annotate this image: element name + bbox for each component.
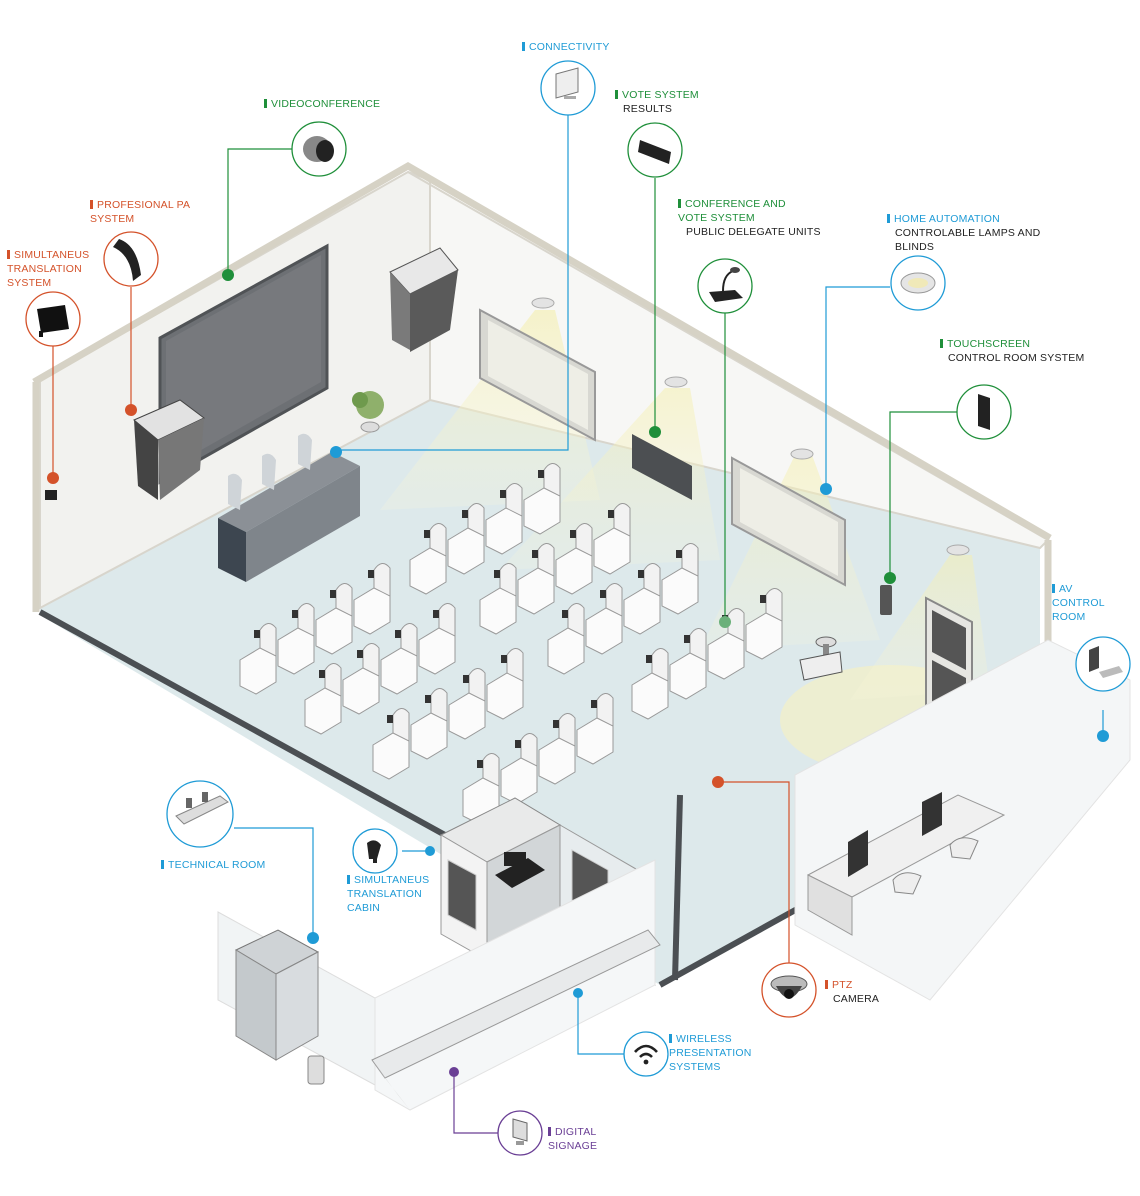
delegate-chair (631, 648, 669, 720)
technical-room (217, 859, 661, 1111)
label-technical-room: TECHNICAL ROOM (161, 858, 266, 872)
delegate-chair (745, 588, 783, 660)
delegate-chair (479, 563, 517, 635)
presidential-table (218, 433, 360, 582)
av-control-room (794, 639, 1131, 1001)
pa-speaker-stack (133, 399, 205, 500)
delegate-chair (585, 583, 623, 655)
delegate-chair (409, 523, 447, 595)
label-touchscreen: TOUCHSCREEN CONTROL ROOM SYSTEM (940, 337, 1090, 365)
equipment-rack-icon (166, 780, 234, 848)
callout-lines (52, 114, 1104, 1134)
camera-lens-icon (291, 121, 347, 177)
label-translation-system: SIMULTANEUS TRANSLATION SYSTEM (7, 249, 90, 289)
label-connectivity: CONNECTIVITY (522, 40, 610, 54)
room-ptz-camera (799, 636, 843, 681)
label-conference-vote: CONFERENCE AND VOTE SYSTEM PUBLIC DELEGA… (678, 198, 821, 238)
touch-panel-icon (956, 384, 1012, 440)
wifi-icon (623, 1031, 669, 1077)
delegate-seating (239, 463, 783, 825)
delegate-chair (576, 693, 614, 765)
delegate-chair (485, 483, 523, 555)
window-2 (731, 456, 846, 587)
delegate-chair (538, 713, 576, 785)
delegate-chair (448, 668, 486, 740)
delegate-chair (623, 563, 661, 635)
label-vote-system: VOTE SYSTEM RESULTS (615, 88, 699, 116)
label-home-automation: HOME AUTOMATION CONTROLABLE LAMPS AND BL… (887, 212, 1047, 254)
ceiling-lamps (531, 297, 970, 556)
label-translation-cabin: SIMULTANEUS TRANSLATION CABIN (347, 874, 430, 914)
delegate-microphone-icon (697, 258, 753, 314)
front-wall-cut-right (672, 794, 683, 981)
wall-top-edge (32, 161, 1052, 542)
delegate-chair (486, 648, 524, 720)
delegate-chair (547, 603, 585, 675)
wall-touch-panel (880, 585, 892, 615)
interpreter-headset-icon (352, 828, 398, 874)
wall-speaker (389, 247, 459, 352)
delegate-chair (342, 643, 380, 715)
computer-workstation-icon (1075, 636, 1131, 692)
display-panel-icon (627, 122, 683, 178)
infrared-radiator-icon (25, 291, 81, 347)
ceiling-lamp-icon (890, 255, 946, 311)
label-videoconference: VIDEOCONFERENCE (264, 97, 380, 111)
plant (352, 391, 384, 433)
delegate-chair (315, 583, 353, 655)
delegate-chair (555, 523, 593, 595)
window-1 (479, 308, 596, 442)
label-digital-signage: DIGITAL SIGNAGE (548, 1126, 598, 1152)
wall-ir-radiator (45, 490, 57, 500)
callout-dots (47, 269, 1109, 1077)
results-display (632, 434, 692, 500)
delegate-chair (523, 463, 561, 535)
label-wireless-presentation: WIRELESS PRESENTATION SYSTEMS (669, 1033, 752, 1073)
delegate-chair (277, 603, 315, 675)
label-av-control-room: AV CONTROL ROOM (1052, 583, 1105, 623)
delegate-chair (500, 733, 538, 805)
delegate-chair (517, 543, 555, 615)
delegate-chair (669, 628, 707, 700)
monitor-icon (540, 60, 596, 116)
delegate-chair (353, 563, 391, 635)
delegate-chair (593, 503, 631, 575)
label-ptz-camera: PTZ CAMERA (825, 978, 879, 1006)
delegate-chair (410, 688, 448, 760)
delegate-chair (304, 663, 342, 735)
kiosk-display-icon (497, 1110, 543, 1156)
label-pa-system: PROFESIONAL PA SYSTEM (90, 199, 190, 225)
delegate-chair (380, 623, 418, 695)
delegate-chair (239, 623, 277, 695)
delegate-chair (661, 543, 699, 615)
delegate-chair (372, 708, 410, 780)
dome-camera-icon (761, 962, 817, 1018)
line-array-speaker-icon (103, 231, 159, 287)
delegate-chair (707, 608, 745, 680)
delegate-chair (418, 603, 456, 675)
delegate-chair (447, 503, 485, 575)
front-wall-cut-left (38, 609, 447, 838)
